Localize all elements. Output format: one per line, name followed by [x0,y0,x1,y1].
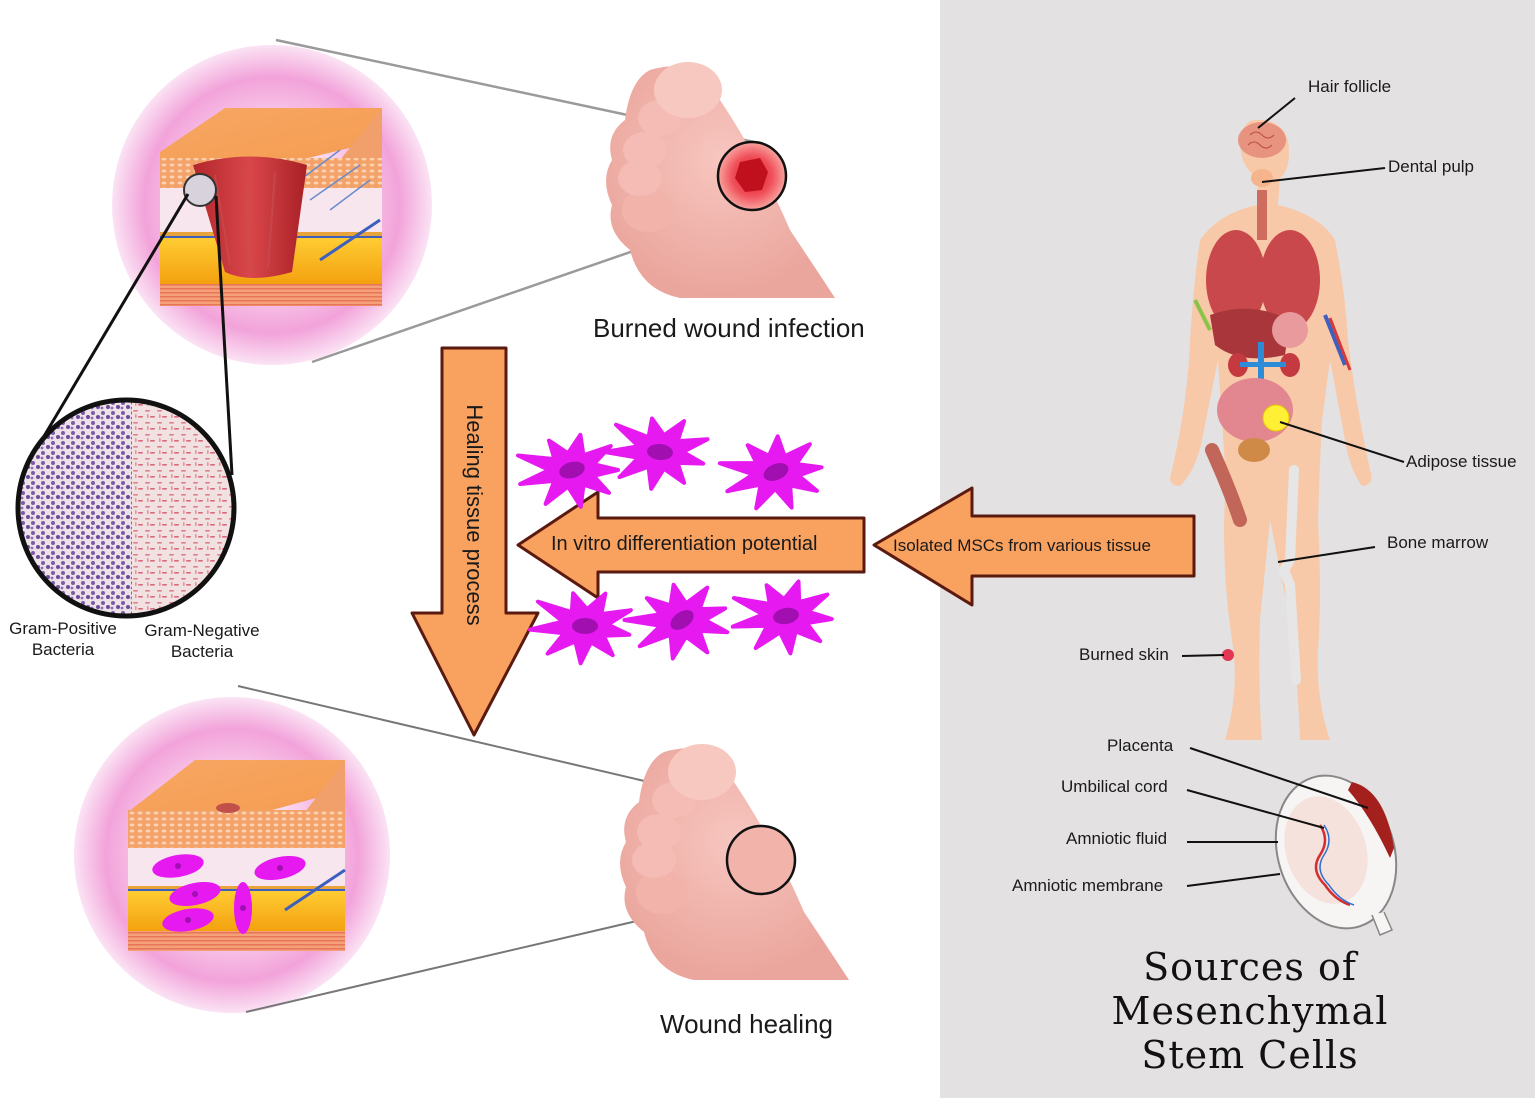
msc-cell-nucleus [763,463,789,481]
label-amniotic-fluid: Amniotic fluid [1066,829,1168,848]
zoom-line [35,193,190,449]
label-burned-skin: Burned skin [1079,645,1169,664]
fetus-in-womb-illustration [1274,774,1398,936]
gram-positive-line1: Gram-Positive [9,619,117,638]
msc-cell-nucleus [572,618,598,634]
healing-tissue-process-label: Healing tissue process [462,404,487,626]
wound-healing-caption: Wound healing [660,1009,833,1039]
label-adipose-tissue: Adipose tissue [1406,452,1517,471]
panel-title: Sources of Mesenchymal Stem Cells [1060,945,1440,1077]
title-line-1: Sources of [1143,945,1357,989]
healing-process-arrow [410,346,540,737]
msc-cell-nucleus [773,607,799,625]
label-hair-follicle: Hair follicle [1308,77,1392,96]
healed-foot-illustration [620,744,849,980]
gram-negative-label: Gram-Negative Bacteria [134,620,270,662]
burn-skin-section-illustration [112,45,432,365]
isolation-arrow [872,486,1196,607]
label-umbilical-cord: Umbilical cord [1061,777,1168,796]
label-dental-pulp: Dental pulp [1388,157,1475,176]
isolated-mscs-label: Isolated MSCs from various tissue [893,536,1151,555]
label-leader-lines [1181,97,1405,887]
zoom-line [214,195,234,476]
gram-stain-micrograph [15,397,237,619]
title-line-2: Mesenchymal [1111,989,1389,1033]
gram-negative-line2: Bacteria [170,642,234,661]
burned-wound-infection-caption: Burned wound infection [593,313,865,343]
msc-cell-nucleus [670,610,694,630]
burned-foot-illustration [606,62,835,298]
healing-skin-section-illustration [74,697,390,1013]
gram-negative-line1: Gram-Negative [144,621,260,640]
human-body-illustration [1170,119,1372,741]
msc-cell-nucleus [647,443,673,461]
msc-cells-group [516,416,834,666]
differentiation-arrow [516,490,866,600]
msc-cell-nucleus [559,461,585,479]
label-bone-marrow: Bone marrow [1387,533,1489,552]
label-placenta: Placenta [1107,736,1174,755]
label-amniotic-membrane: Amniotic membrane [1012,876,1164,895]
gram-positive-label: Gram-Positive Bacteria [0,618,126,660]
in-vitro-differentiation-label: In vitro differentiation potential [551,533,818,555]
title-line-3: Stem Cells [1141,1033,1359,1077]
gram-positive-line2: Bacteria [31,640,95,659]
